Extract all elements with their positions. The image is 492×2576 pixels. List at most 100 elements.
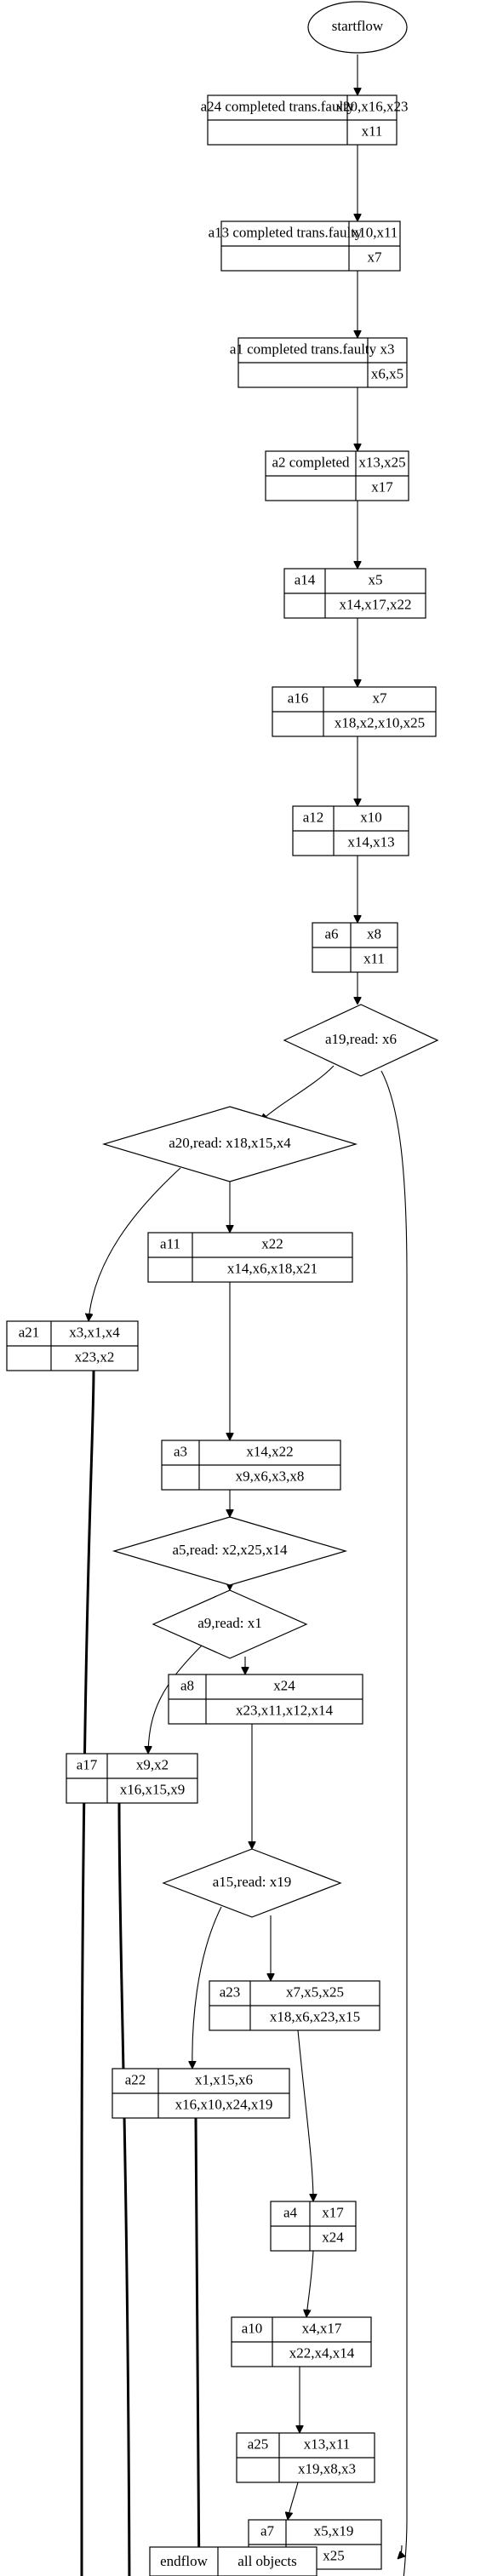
activity-vars-top: x10 [360, 809, 382, 825]
activity-label: a14 [295, 571, 316, 587]
activity-vars-bottom: x24 [322, 2229, 344, 2245]
end-box [149, 2546, 318, 2576]
activity-node-a10: a10 x4,x17 x22,x4,x14 [231, 2316, 372, 2367]
decision-node-a9: a9,read: x1 [152, 1589, 308, 1659]
activity-vars-bottom: x18,x2,x10,x25 [335, 714, 425, 730]
activity-label: a11 [160, 1235, 180, 1251]
activity-vars-bottom: x22,x4,x14 [289, 2344, 355, 2361]
activity-vars-top: x4,x17 [302, 2320, 342, 2336]
edge-a19-to-end [380, 1070, 408, 2576]
end-label: endflow [160, 2553, 208, 2569]
edge-a19-arrowhead [398, 2545, 402, 2559]
edge-a21-to-end [80, 1370, 95, 2576]
activity-vars-top: x14,x22 [246, 1443, 293, 1459]
activity-label: a6 [324, 925, 338, 942]
activity-vars-bottom: x17 [371, 478, 393, 495]
activity-label: a16 [288, 690, 309, 706]
activity-vars-top: x3,x1,x4 [69, 1324, 120, 1340]
activity-vars-bottom: x14,x17,x22 [340, 596, 412, 612]
activity-node-a4: a4 x17 x24 [270, 2201, 357, 2252]
decision-label: a20,read: x18,x15,x4 [169, 1135, 291, 1151]
decision-diamond [112, 1516, 348, 1586]
end-node: endflow all objects [149, 2546, 318, 2576]
start-ellipse [307, 1, 408, 54]
edge-a25-to-a7 [288, 2482, 299, 2520]
edge-a4-to-a10 [306, 2250, 314, 2317]
activity-node-a2: a2 completed x13,x25 x17 [265, 450, 409, 501]
decision-node-a19: a19,read: x6 [283, 1004, 439, 1077]
activity-vars-top: x1,x15,x6 [195, 2071, 253, 2087]
activity-label: a3 [174, 1443, 187, 1459]
decision-node-a5: a5,read: x2,x25,x14 [112, 1516, 348, 1586]
activity-label: a4 [283, 2204, 298, 2220]
activity-vars-top: x3 [380, 341, 395, 357]
edge-a15-to-a22 [192, 1906, 222, 2069]
activity-label: a25 [248, 2436, 269, 2452]
activity-vars-top: x5,x19 [314, 2522, 354, 2539]
decision-diamond [162, 1848, 342, 1918]
activity-vars-top: x7 [373, 690, 388, 706]
edge-a9-to-a17 [148, 1644, 203, 1754]
edge-a23-to-a4 [297, 2029, 313, 2201]
activity-vars-top: x13,x25 [358, 454, 405, 470]
activity-label: a10 [242, 2320, 263, 2336]
activity-label: a7 [260, 2522, 275, 2539]
activity-vars-bottom: x19,x8,x3 [298, 2460, 356, 2476]
activity-vars-top: x9,x2 [136, 1756, 169, 1772]
activity-vars-top: x22 [261, 1235, 283, 1251]
activity-label: a2 completed [272, 454, 350, 470]
decision-label: a15,read: x19 [213, 1874, 292, 1890]
activity-label: a22 [125, 2071, 146, 2087]
edge-a20-to-a21 [89, 1167, 181, 1321]
decision-diamond [152, 1589, 308, 1659]
activity-label: a13 completed trans.faulty [209, 224, 363, 240]
flow-edges [80, 54, 408, 2576]
activity-vars-bottom: x14,x6,x18,x21 [227, 1260, 318, 1276]
activity-vars-bottom: x11 [363, 950, 385, 966]
activity-vars-top: x10,x11 [352, 224, 398, 240]
decision-label: a5,read: x2,x25,x14 [172, 1542, 288, 1558]
edge-a22-to-end [194, 2117, 201, 2576]
activity-node-a12: a12 x10 x14,x13 [292, 805, 409, 856]
activity-vars-bottom: x23,x11,x12,x14 [236, 1702, 334, 1718]
end-objects-label: all objects [237, 2553, 296, 2569]
activity-node-a14: a14 x5 x14,x17,x22 [283, 568, 426, 619]
activity-label: a8 [180, 1677, 194, 1693]
activity-vars-bottom: x23,x2 [75, 1348, 115, 1365]
activity-label: a1 completed trans.faulty [230, 341, 377, 357]
edge-a17-to-end [117, 1802, 131, 2576]
activity-label: a12 [303, 809, 324, 825]
activity-vars-top: x5 [369, 571, 383, 587]
decision-diamond [101, 1106, 358, 1182]
activity-vars-top: x24 [273, 1677, 295, 1693]
start-node: startflow [307, 1, 408, 54]
decision-diamond [283, 1004, 439, 1077]
activity-label: a24 completed trans.faulty [201, 98, 355, 114]
activity-node-a17: a17 x9,x2 x16,x15,x9 [66, 1753, 198, 1804]
activity-node-a8: a8 x24 x23,x11,x12,x14 [168, 1674, 363, 1725]
activity-vars-top: x13,x11 [304, 2436, 351, 2452]
activity-vars-top: x17 [322, 2204, 344, 2220]
activity-vars-bottom: x16,x10,x24,x19 [175, 2096, 273, 2112]
activity-vars-bottom: x9,x6,x3,x8 [236, 1468, 305, 1484]
edge-a19-to-a20 [260, 1065, 335, 1121]
activity-vars-bottom: x6,x5 [371, 365, 403, 381]
activity-node-a11: a11 x22 x14,x6,x18,x21 [147, 1232, 353, 1283]
activity-label: a17 [77, 1756, 98, 1772]
activity-label: a23 [220, 1984, 241, 2000]
decision-node-a20: a20,read: x18,x15,x4 [101, 1106, 358, 1182]
activity-node-a25: a25 x13,x11 x19,x8,x3 [236, 2432, 375, 2483]
activity-node-a22: a22 x1,x15,x6 x16,x10,x24,x19 [112, 2068, 290, 2119]
start-label: startflow [332, 18, 384, 34]
decision-label: a19,read: x6 [325, 1031, 397, 1047]
activity-vars-bottom: x16,x15,x9 [120, 1781, 186, 1797]
activity-vars-bottom: x11 [362, 123, 383, 139]
activity-vars-bottom: x7 [368, 249, 383, 265]
activity-vars-bottom: x14,x13 [347, 833, 394, 850]
